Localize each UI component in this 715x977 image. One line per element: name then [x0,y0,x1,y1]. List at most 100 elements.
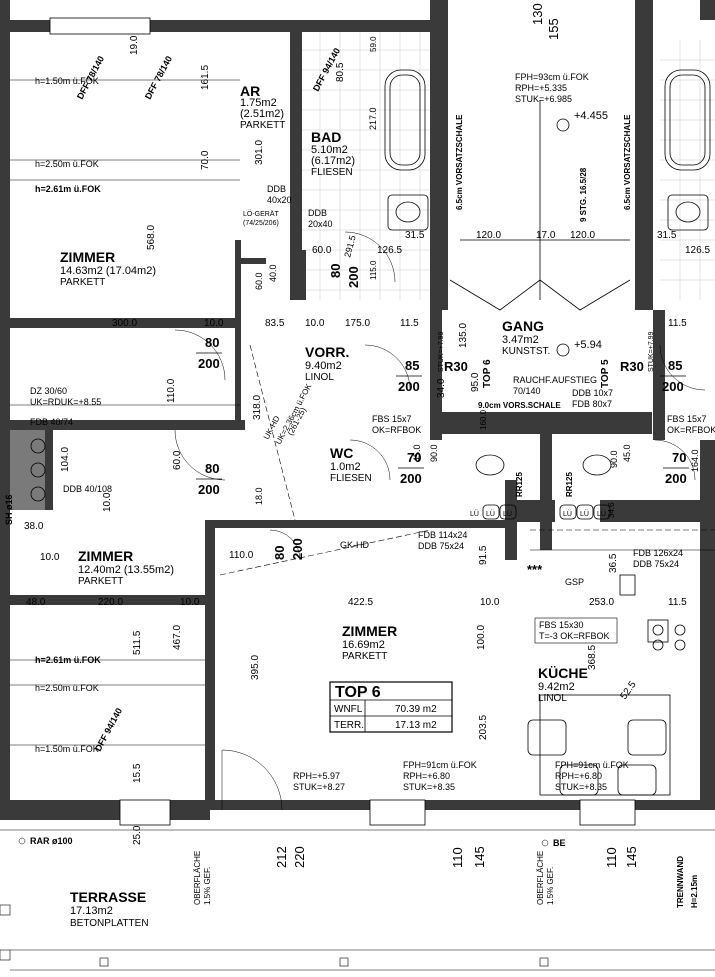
dim-591: 59.0 [369,36,378,52]
dim-2530: 253.0 [589,597,614,608]
lbl-lo2: LÜ [503,510,512,518]
bad-floor: FLIESEN [311,167,353,178]
zimmer2-floor: PARKETT [78,576,123,587]
dim-900: 90.0 [429,444,439,462]
door-8-width: 80 [272,546,287,560]
bad-name: BAD [311,129,341,145]
lbl-fdb4: FDB 80x7 [572,399,612,409]
bad-area2: (6.17m2) [311,155,355,167]
door-1-height: 200 [198,356,220,371]
ar-area: 1.75m2 [240,97,277,109]
door-7-width: 80 [328,264,343,278]
dim-3000: 300.0 [112,318,137,329]
lbl-uk: UK=RDUK=+8.55 [30,397,101,407]
dim-700: 70.0 [200,150,211,170]
zimmer3-name: ZIMMER [342,623,397,639]
lbl-ofl2b: 1.5% GEF. [546,867,555,905]
kueche-area: 9.42m2 [538,681,575,693]
dim-1040: 104.0 [60,447,71,472]
dim-4670: 467.0 [172,625,183,650]
dim-380: 38.0 [24,521,44,532]
lbl-vs1: 6.5cm VORSATZSCHALE [455,114,464,210]
dim-170: 17.0 [536,230,556,241]
dim-315b: 31.5 [657,230,677,241]
walls [0,0,715,820]
dim-3950: 395.0 [250,655,261,680]
door-6-width: 70 [672,450,686,465]
vorr-floor: LINOL [305,372,334,383]
ar-area2: (2.51m2) [240,108,284,120]
lbl-fdb1: FDB 40/74 [30,417,73,427]
door-5-height: 200 [400,471,422,486]
dim-346: 34.6 [607,502,616,518]
dim-950: 95.0 [470,372,481,392]
lbl-sh: SH ø16 [4,494,14,525]
lbl-lo4: LÜ [580,510,589,518]
lbl-rph3: RPH=+6.80 [403,771,450,781]
lbl-lo5: LÜ [597,510,606,518]
dim-115b: 11.5 [668,318,687,329]
terrasse-name: TERRASSE [70,889,146,905]
door-3-width: 85 [405,358,419,373]
vorr-name: VORR. [305,344,349,360]
wc-floor: FLIESEN [330,473,372,484]
lbl-h261b: h=2.61m ü.FOK [35,655,101,665]
dim-315a: 31.5 [405,230,425,241]
lbl-h150b: h=1.50m ü.FOK [35,744,99,754]
dim-1100b: 110.0 [229,550,254,561]
dim-3685: 368.5 [587,645,598,670]
table-title: TOP 6 [335,684,381,701]
lbl-ofl1: OBERFLÄCHE [193,851,202,905]
lbl-trenn2: H=2.15m [690,875,699,908]
lbl-ddb6: DDB 10x7 [572,388,613,398]
lbl-ddb5: DDB 75x24 [633,559,679,569]
lbl-stuk1: STUK=+6.985 [515,94,572,104]
windows [49,17,636,826]
table-r1-label: WNFL [334,704,363,715]
zimmer3-area: 16.69m2 [342,639,385,651]
dim-100b: 10.0 [305,318,325,329]
door-4-height: 200 [662,379,684,394]
gang-area: 3.47m2 [502,334,539,346]
dim-1100: 110.0 [166,378,177,403]
dim-180: 18.0 [254,487,264,505]
dim-1000: 100.0 [476,625,487,650]
dim-250: 25.0 [132,825,143,845]
kueche-name: KÜCHE [538,665,588,681]
dim-365: 36.5 [608,553,619,573]
dim-1600: 160.0 [479,409,488,430]
dim-217: 217.0 [368,107,378,130]
door-3-height: 200 [398,379,420,394]
dim-220: 220 [292,846,307,868]
wc-name: WC [330,445,353,461]
door-2-height: 200 [198,482,220,497]
lbl-lo1: LÜ [486,510,495,518]
dim-450b: 45.0 [622,444,632,462]
dim-100a: 10.0 [204,318,224,329]
dim-3010: 301.0 [254,140,265,165]
room-labels: ZIMMER 14.63m2 (17.04m2) PARKETT AR 1.75… [60,83,588,929]
lbl-fdb2: FDB 114x24 [418,530,467,540]
dim-100f: 10.0 [480,597,500,608]
lbl-rar: RAR ø100 [30,836,73,846]
lbl-lob: (74/25/206) [243,220,279,227]
zimmer2-name: ZIMMER [78,548,133,564]
lbl-r30a: R30 [444,359,468,374]
lbl-fdb3: FDB 126x24 [633,548,683,558]
dim-100c: 10.0 [102,492,113,512]
zimmer1-area: 14.63m2 (17.04m2) [60,265,156,277]
door-8-height: 200 [290,538,305,560]
lbl-dff2: DFF 78/140 [143,54,174,101]
door-labels: 80 200 80 200 85 200 85 200 70 200 70 20… [196,264,689,560]
dim-190: 19.0 [129,35,140,55]
door-5-width: 70 [407,450,421,465]
dim-1200a: 120.0 [476,230,501,241]
dim-1200b: 120.0 [570,230,595,241]
terrasse-floor: BETONPLATTEN [70,918,149,929]
wc-area: 1.0m2 [330,461,361,473]
dim-5680: 568.0 [146,225,157,250]
lbl-top5: TOP 5 [600,359,611,388]
lbl-lvl2: +5.94 [574,339,602,351]
dim-525: 52.5 [618,679,638,702]
dim-600b: 60.0 [172,450,183,470]
